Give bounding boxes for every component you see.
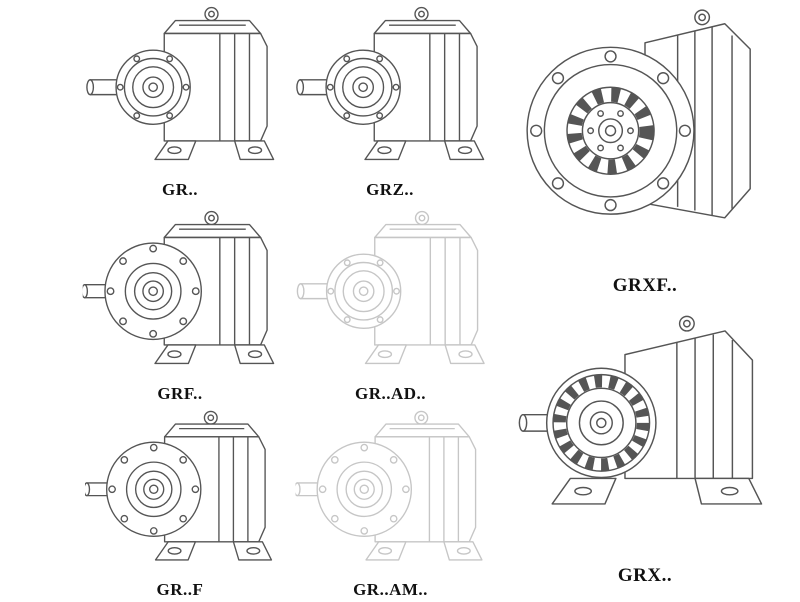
- catalog-item-gr: GR..: [75, 2, 285, 202]
- gearbox-drawing-grxf-flange-front-icon: [500, 2, 790, 274]
- model-label-grx: GRX..: [617, 565, 673, 586]
- model-label-grxf: GRXF..: [612, 275, 678, 296]
- gearbox-drawing-grz-foot-mounted-icon: [290, 2, 490, 178]
- catalog-item-gr-f: GR..F: [75, 406, 285, 602]
- catalog-item-grf: GRF..: [75, 206, 285, 406]
- gearbox-drawing-gr-foot-mounted-icon: [75, 2, 285, 178]
- gearbox-drawing-gr-f-foot-flange-icon: [75, 406, 285, 578]
- model-label-gr-ad: GR..AD..: [354, 384, 427, 403]
- gearbox-drawing-gr-ad-adapter-icon: [288, 206, 493, 382]
- catalog-item-gr-ad: GR..AD..: [288, 206, 493, 406]
- catalog-item-gr-am: GR..AM..: [288, 406, 493, 602]
- model-label-grz: GRZ..: [366, 180, 414, 199]
- gearbox-drawing-grx-foot-front-icon: [500, 300, 790, 564]
- catalog-item-grx: GRX..: [500, 300, 790, 588]
- model-label-gr-am: GR..AM..: [353, 580, 428, 599]
- model-label-grf: GRF..: [157, 384, 203, 403]
- catalog-item-grz: GRZ..: [290, 2, 490, 202]
- catalog-item-grxf: GRXF..: [500, 2, 790, 298]
- gearbox-drawing-grf-flange-icon: [75, 206, 285, 382]
- gearbox-drawing-gr-am-iec-adapter-icon: [288, 406, 493, 578]
- model-label-gr-f: GR..F: [156, 580, 204, 599]
- model-label-gr: GR..: [162, 180, 198, 199]
